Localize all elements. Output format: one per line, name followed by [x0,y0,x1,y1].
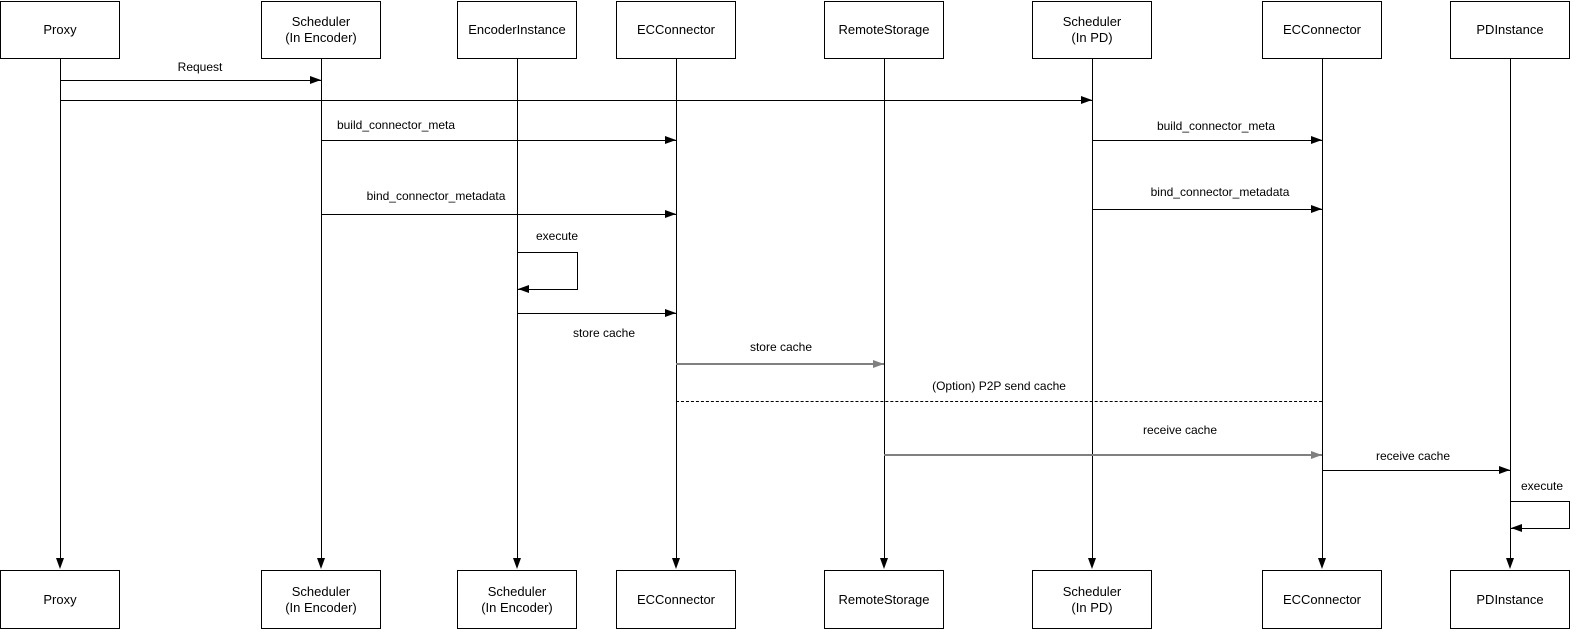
lifeline-scheduler-pd [1091,59,1093,566]
lifeline-end-arrow-icon-scheduler-pd [1087,558,1096,569]
actor-bottom-box-remote-storage: RemoteStorage [824,570,944,629]
actor-label-line: (In PD) [1071,30,1113,45]
actor-label-line: Scheduler [1062,14,1122,29]
actor-top-box-scheduler-pd: Scheduler(In PD) [1032,1,1152,59]
message-label: store cache [572,326,636,340]
actor-top-box-proxy: Proxy [0,1,120,59]
self-message-arrowhead-icon [518,285,529,293]
self-message-label: execute [1520,479,1564,493]
actor-label-line: Scheduler [291,583,351,599]
message-line [321,213,676,215]
message-label: bind_connector_metadata [366,189,506,203]
actor-label-line: Scheduler [291,14,351,29]
message-arrowhead-icon [665,210,676,218]
message-arrowhead-icon [1499,466,1510,474]
lifeline-remote-storage [883,59,885,566]
lifeline-ecconnector-left [675,59,677,566]
message-label: Request [177,60,223,74]
message-arrowhead-icon [1311,205,1322,213]
actor-label-line: PDInstance [1476,22,1544,37]
actor-label-line: Scheduler [1062,583,1122,599]
self-message-arrowhead-icon [1511,524,1522,532]
message-line [1092,208,1322,210]
message-label: receive cache [1375,449,1451,463]
actor-bottom-box-encoder-instance: Scheduler(In Encoder) [457,570,577,629]
lifeline-end-arrow-icon-ecconnector-right [1317,558,1326,569]
message-arrowhead-icon [665,309,676,317]
lifeline-end-arrow-icon-scheduler-encoder [316,558,325,569]
actor-top-box-ecconnector-right: ECConnector [1262,1,1382,59]
actor-bottom-box-ecconnector-right: ECConnector [1262,570,1382,629]
message-arrowhead-icon [1081,96,1092,104]
message-label: build_connector_meta [1156,119,1276,133]
message-line [1092,139,1322,141]
lifeline-proxy [59,59,61,566]
message-line [676,363,884,365]
actor-label-line: (In Encoder) [285,599,357,615]
actor-bottom-box-proxy: Proxy [0,570,120,629]
message-line [60,79,321,81]
message-line [60,99,1092,101]
actor-label-line: Scheduler [487,583,547,599]
message-line [517,312,676,314]
message-label: receive cache [1142,423,1218,437]
message-label: (Option) P2P send cache [932,379,1066,393]
actor-top-box-pd-instance: PDInstance [1450,1,1570,59]
message-arrowhead-icon [665,136,676,144]
lifeline-end-arrow-icon-pd-instance [1505,558,1514,569]
lifeline-end-arrow-icon-remote-storage [879,558,888,569]
message-line [884,454,1322,456]
message-line [676,400,1322,402]
actor-top-box-scheduler-encoder: Scheduler(In Encoder) [261,1,381,59]
actor-bottom-box-scheduler-pd: Scheduler(In PD) [1032,570,1152,629]
actor-label-line: ECConnector [1282,591,1362,607]
actor-label-line: (In PD) [1071,599,1113,615]
lifeline-pd-instance [1509,59,1511,566]
actor-label-line: (In Encoder) [481,599,553,615]
message-label: bind_connector_metadata [1150,185,1290,199]
actor-top-box-ecconnector-left: ECConnector [616,1,736,59]
actor-top-box-remote-storage: RemoteStorage [824,1,944,59]
actor-bottom-box-pd-instance: PDInstance [1450,570,1570,629]
actor-bottom-box-ecconnector-left: ECConnector [616,570,736,629]
message-line [1322,469,1510,471]
actor-label-line: ECConnector [636,22,716,37]
self-message-label: execute [535,229,579,243]
actor-label-line: Proxy [43,22,77,37]
lifeline-end-arrow-icon-proxy [55,558,64,569]
message-arrowhead-icon [1311,451,1322,459]
message-line [321,139,676,141]
actor-label-line: PDInstance [1476,591,1544,607]
message-arrowhead-icon [310,76,321,84]
self-message-loop [1510,501,1570,529]
actor-label-line: RemoteStorage [838,22,930,37]
message-arrowhead-icon [1311,136,1322,144]
message-arrowhead-icon [873,360,884,368]
message-label: build_connector_meta [336,118,456,132]
actor-bottom-box-scheduler-encoder: Scheduler(In Encoder) [261,570,381,629]
self-message-loop [517,252,578,290]
actor-label-line: RemoteStorage [838,591,930,607]
actor-label-line: EncoderInstance [468,22,566,37]
message-label: store cache [749,340,813,354]
actor-label-line: (In Encoder) [285,30,357,45]
lifeline-ecconnector-right [1321,59,1323,566]
actor-label-line: ECConnector [1282,22,1362,37]
lifeline-scheduler-encoder [320,59,322,566]
lifeline-end-arrow-icon-encoder-instance [512,558,521,569]
actor-top-box-encoder-instance: EncoderInstance [457,1,577,59]
actor-label-line: ECConnector [636,591,716,607]
actor-label-line: Proxy [43,591,77,607]
lifeline-end-arrow-icon-ecconnector-left [671,558,680,569]
